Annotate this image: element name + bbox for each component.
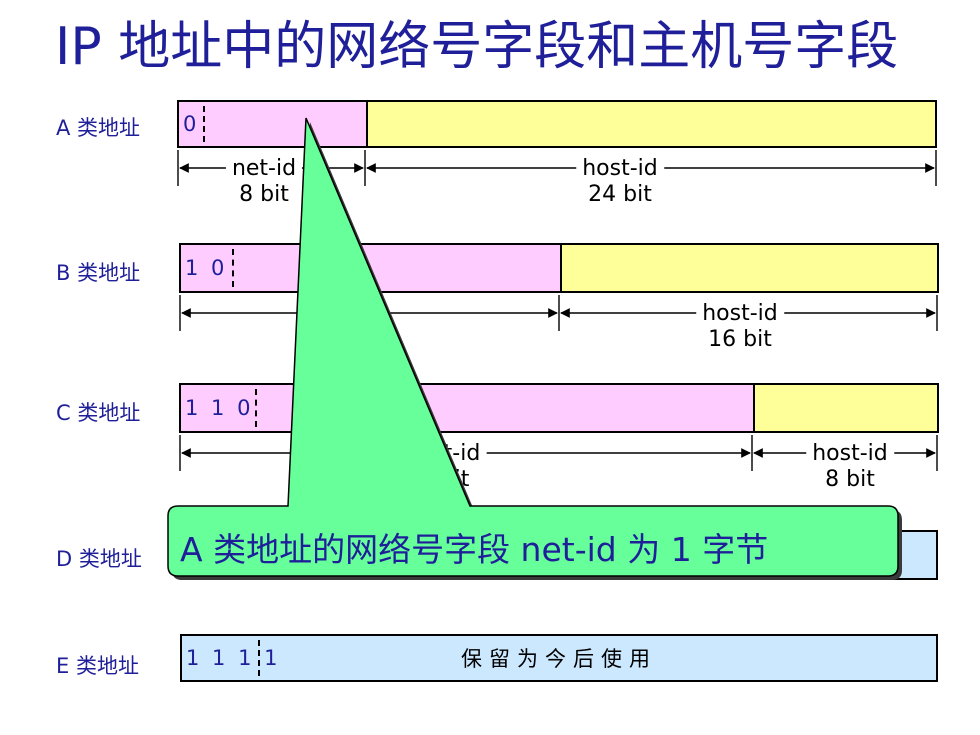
class-a-net-size: 8 bit [233, 182, 295, 207]
class-c-host-segment [755, 385, 937, 431]
class-b-host-name: host-id [696, 301, 784, 326]
class-b-host-dimension: host-id 16 bit [696, 301, 784, 353]
page-title: IP 地址中的网络号字段和主机号字段 [55, 17, 899, 77]
class-b-prefix-divider [232, 249, 234, 287]
callout-text: A 类地址的网络号字段 net-id 为 1 字节 [180, 530, 769, 569]
class-a-host-size: 24 bit [582, 182, 658, 207]
class-b-host-segment [562, 245, 937, 291]
class-c-net-segment: 1 1 0 [181, 385, 755, 431]
class-c-host-name: host-id [806, 441, 894, 466]
class-b-prefix-bits: 1 0 [185, 256, 228, 280]
class-a-host-segment [368, 102, 935, 146]
class-b-host-size: 16 bit [702, 327, 778, 352]
class-c-host-size: 8 bit [819, 467, 881, 492]
class-a-net-dimension: net-id 8 bit [225, 156, 303, 208]
class-c-host-dimension: host-id 8 bit [806, 441, 894, 493]
class-e-prefix-divider [258, 640, 260, 676]
class-c-label: C 类地址 [56, 401, 141, 425]
class-e-label: E 类地址 [56, 654, 139, 678]
class-a-host-dimension: host-id 24 bit [576, 156, 664, 208]
class-e-bar: 1 1 1 1 保留为今后使用 [180, 634, 938, 682]
class-a-net-segment: 0 [179, 102, 368, 146]
class-c-bar: 1 1 0 [179, 383, 939, 433]
class-d-label: D 类地址 [56, 547, 142, 571]
class-a-bar: 0 [177, 100, 937, 148]
class-a-net-name: net-id [225, 156, 303, 181]
class-b-label: B 类地址 [56, 261, 141, 285]
class-a-label: A 类地址 [56, 116, 141, 140]
class-e-prefix-bits: 1 1 1 1 [186, 646, 281, 670]
class-a-host-name: host-id [576, 156, 664, 181]
class-a-prefix-bits: 0 [183, 112, 200, 136]
class-c-prefix-divider [255, 389, 257, 427]
class-a-prefix-divider [203, 106, 205, 142]
class-e-reserved-text: 保留为今后使用 [461, 647, 657, 671]
class-c-prefix-bits: 1 1 0 [185, 396, 254, 420]
